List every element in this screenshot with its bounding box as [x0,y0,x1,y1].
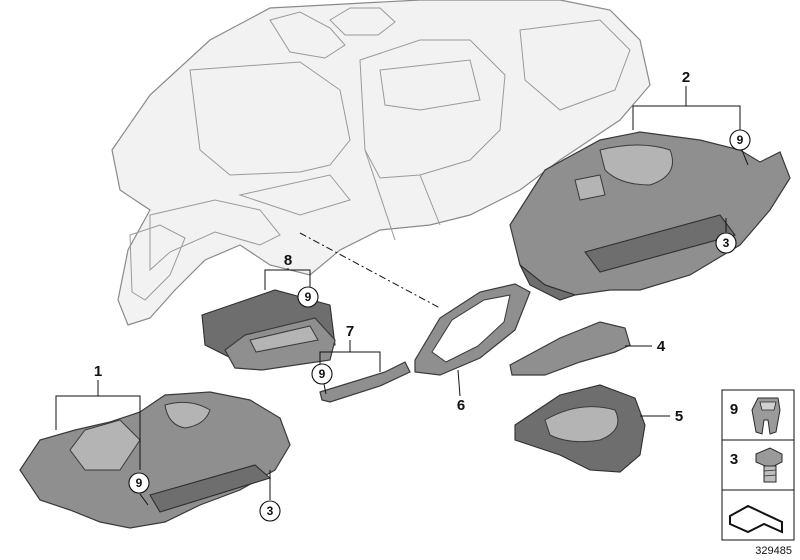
callout-4: 4 [657,338,666,355]
callout-9-circle [311,363,333,385]
callout-5: 5 [675,408,683,425]
part-2-trim-panel [509,131,791,301]
callout-9-d: 9 [136,476,143,490]
clip-icon [751,397,781,435]
part-8-storage-box [201,289,336,371]
part-6-frame [414,283,531,376]
part-7-trim-strip [319,361,411,403]
legend-label-3: 3 [730,451,738,468]
callout-2: 2 [682,69,690,86]
callout-1: 1 [94,363,102,380]
callout-3-b: 3 [267,504,274,518]
callout-8: 8 [284,252,292,269]
reference-number: 329485 [755,545,792,557]
callout-3-a: 3 [723,236,730,250]
part-5-cover [514,384,646,473]
alignment-line [299,232,441,309]
callout-9-c: 9 [319,367,326,381]
callout-3-circle [259,500,281,522]
dashboard-outline [111,0,651,326]
callout-3-circle [715,232,737,254]
part-4-cover [509,321,631,376]
callout-9-a: 9 [737,133,744,147]
legend-label-9: 9 [730,401,738,418]
kit-icon [729,504,783,534]
callout-7: 7 [346,323,354,340]
part-1-trim-panel [19,391,291,529]
callout-6: 6 [457,397,465,414]
leader-lines [55,86,749,506]
callout-9-circle [297,286,319,308]
legend-box-3 [721,439,795,491]
legend-panel: 9 3 [721,389,795,541]
callout-9-b: 9 [305,290,312,304]
callout-9-circle [729,129,751,151]
callout-9-circle [128,472,150,494]
bolt-icon [755,447,783,483]
